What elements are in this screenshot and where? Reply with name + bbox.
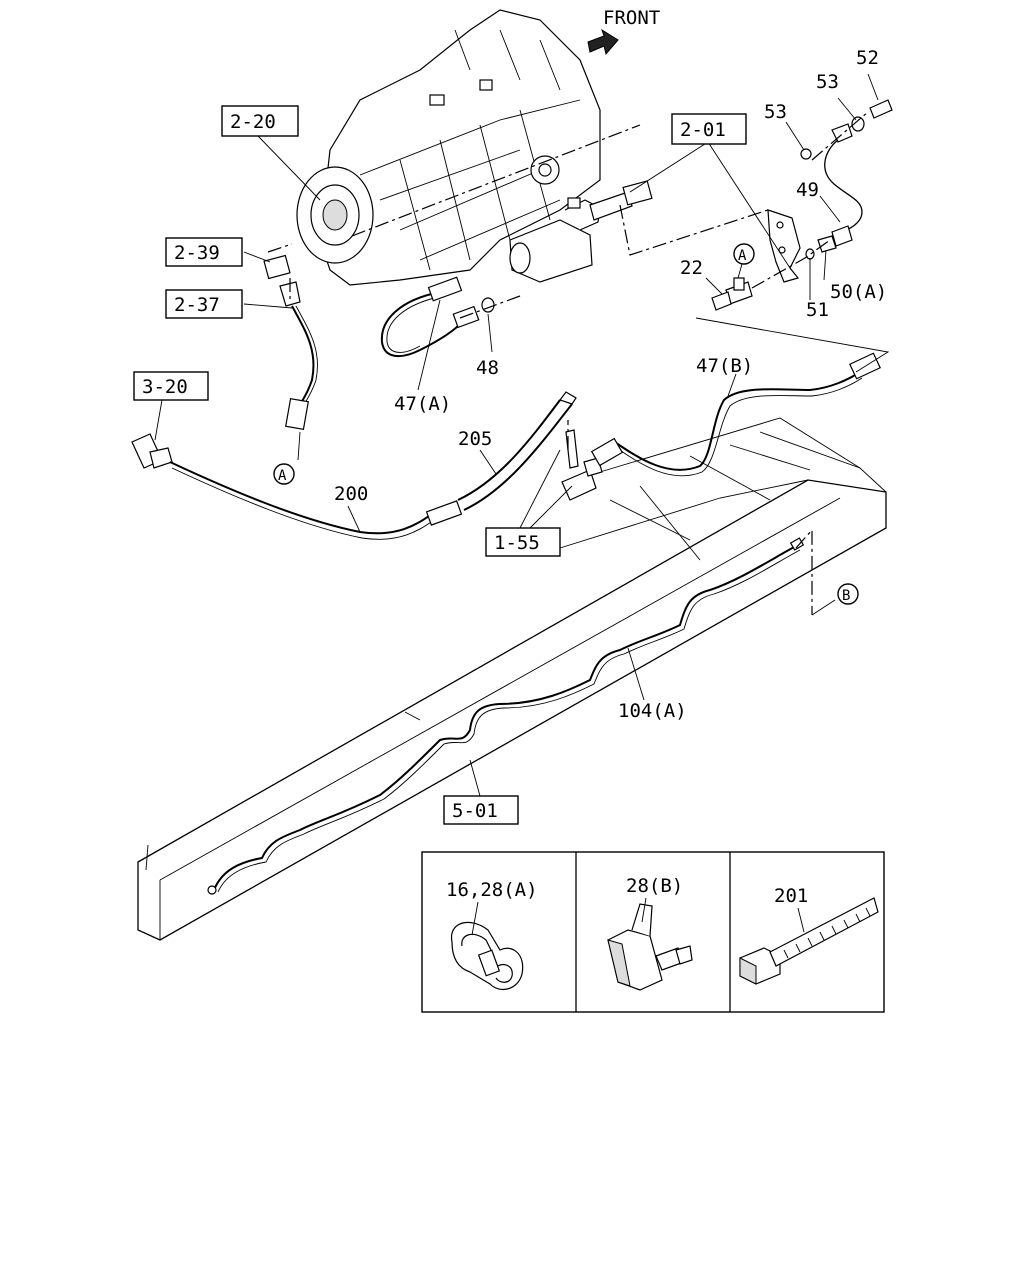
callout-49: 49 <box>796 179 819 201</box>
ref-box-2-01: 2-01 <box>671 113 747 145</box>
ref-box-5-01: 5-01 <box>443 795 519 825</box>
cable-tie-201-illustration <box>739 897 879 985</box>
callout-48: 48 <box>476 357 499 379</box>
callout-47b: 47(B) <box>696 355 753 377</box>
ref-box-label: 5-01 <box>452 800 498 822</box>
callout-16-28a: 16,28(A) <box>446 879 538 901</box>
callout-200: 200 <box>334 483 368 505</box>
pipe-104a <box>207 537 805 895</box>
ref-box-2-39: 2-39 <box>165 237 243 267</box>
transmission-assembly <box>296 9 653 286</box>
front-label: FRONT <box>603 7 660 29</box>
callout-52: 52 <box>856 47 879 69</box>
callout-53-inner: 53 <box>764 101 787 123</box>
callout-201: 201 <box>774 885 808 907</box>
ref-box-label: 1-55 <box>494 532 540 554</box>
callout-28b: 28(B) <box>626 875 683 897</box>
guide-line-b <box>811 599 836 616</box>
ref-box-1-55: 1-55 <box>485 527 561 557</box>
hose-2-37 <box>263 254 318 431</box>
marker-b-right-label: B <box>842 588 850 604</box>
marker-a-lower-label: A <box>278 468 287 484</box>
callout-50a: 50(A) <box>830 281 887 303</box>
ref-box-label: 2-20 <box>230 111 276 133</box>
callout-22: 22 <box>680 257 703 279</box>
ref-box-2-37: 2-37 <box>165 289 243 319</box>
front-direction-arrow: FRONT <box>587 7 660 56</box>
callout-53-outer: 53 <box>816 71 839 93</box>
ref-box-label: 2-01 <box>680 119 726 141</box>
callout-205: 205 <box>458 428 492 450</box>
callout-51: 51 <box>806 299 829 321</box>
bracket-and-fittings <box>711 99 893 311</box>
ref-box-label: 2-39 <box>174 242 220 264</box>
ref-box-3-20: 3-20 <box>133 371 209 401</box>
hose-47a <box>380 276 495 358</box>
callout-104a: 104(A) <box>618 700 687 722</box>
ref-box-label: 3-20 <box>142 376 188 398</box>
guide-line-47b <box>695 317 890 373</box>
line-200-and-hose-205 <box>131 391 603 540</box>
ref-box-2-20: 2-20 <box>221 105 299 137</box>
ref-box-label: 2-37 <box>174 294 220 316</box>
detail-panel: 16,28(A) 28(B) 201 <box>421 851 885 1013</box>
callout-47a: 47(A) <box>394 393 451 415</box>
clip-16-28a-illustration <box>450 921 524 991</box>
marker-a-lower: A <box>273 463 295 485</box>
marker-b-right: B <box>837 583 859 605</box>
leader-lines <box>154 73 879 797</box>
marker-a-upper: A <box>733 243 755 265</box>
marker-a-upper-label: A <box>738 248 747 264</box>
center-lines <box>267 111 869 615</box>
hose-47b <box>590 352 881 477</box>
